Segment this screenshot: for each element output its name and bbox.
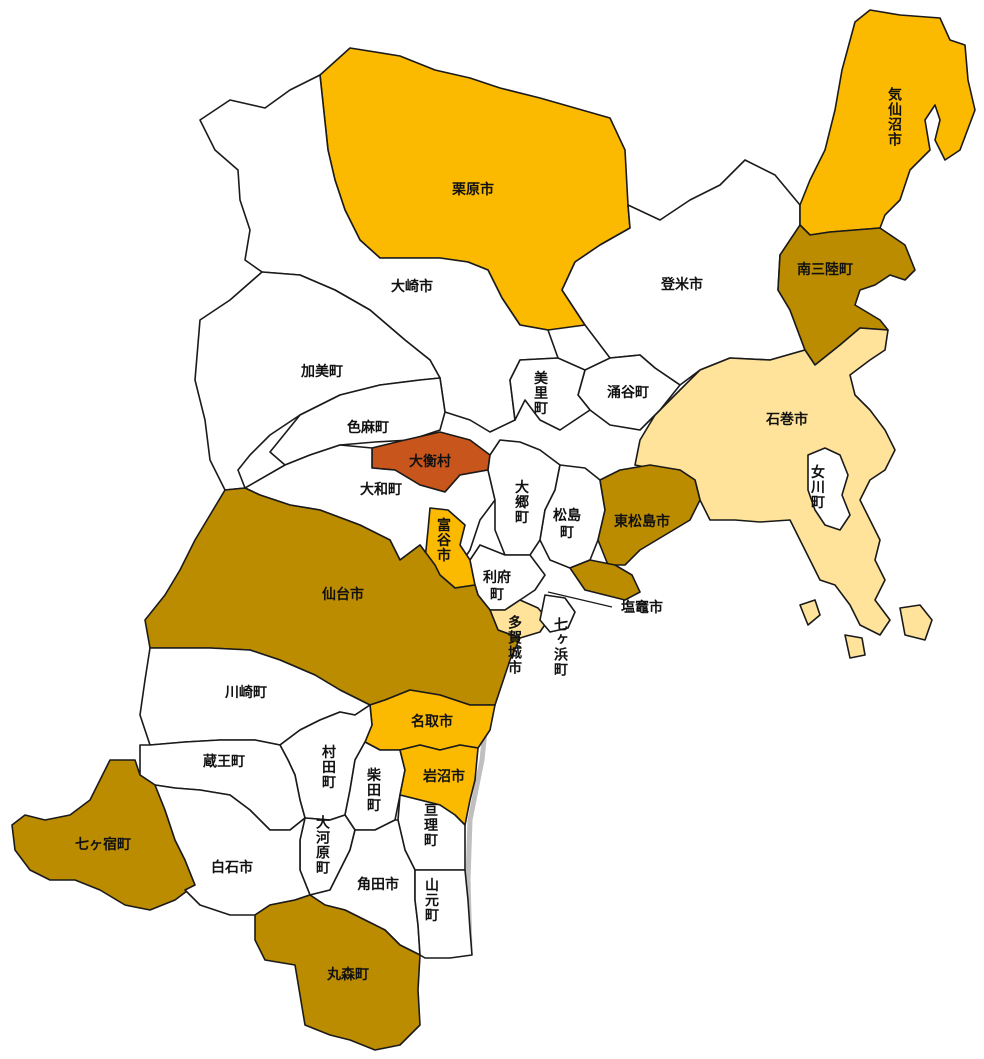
label-shichigahama: 七ヶ浜町 <box>552 617 568 677</box>
region-ishinomaki[interactable] <box>634 327 896 636</box>
region-shiogama[interactable] <box>569 559 641 601</box>
label-kami: 加美町 <box>301 364 343 380</box>
shiogama-leader-line <box>547 591 613 608</box>
region-marumori[interactable] <box>254 894 421 1051</box>
label-tagajo: 多賀城市 <box>506 615 522 675</box>
label-matsushima: 松島町 <box>553 508 581 541</box>
label-osaki: 大崎市 <box>391 279 433 295</box>
label-shibata: 柴田町 <box>365 767 381 813</box>
label-kurihara: 栗原市 <box>452 182 494 198</box>
label-sendai: 仙台市 <box>322 587 364 603</box>
label-onagawa: 女川町 <box>809 464 825 510</box>
label-murata: 村田町 <box>320 744 336 790</box>
label-ogawara: 大河原町 <box>314 815 330 875</box>
label-yamamoto: 山元町 <box>423 877 439 923</box>
label-ishinomaki: 石巻市 <box>766 412 808 428</box>
label-natori: 名取市 <box>411 714 453 730</box>
region-yamamoto[interactable] <box>414 869 473 959</box>
label-marumori: 丸森町 <box>327 967 369 983</box>
region-misato[interactable] <box>509 357 591 431</box>
label-higashimatsushima: 東松島市 <box>614 514 670 530</box>
region-kesennuma[interactable] <box>799 9 976 236</box>
label-taiwa: 大和町 <box>360 482 402 498</box>
island-2 <box>844 634 866 659</box>
label-kakuda: 角田市 <box>357 877 399 893</box>
island-3 <box>899 604 933 641</box>
label-rifu: 利府町 <box>483 570 511 603</box>
label-ohira: 大衡村 <box>409 454 451 470</box>
label-tomiya: 富谷市 <box>435 517 451 563</box>
region-onagawa[interactable] <box>807 447 851 531</box>
label-tome: 登米市 <box>661 277 703 293</box>
label-osato: 大郷町 <box>513 479 529 525</box>
label-watari: 亘理町 <box>422 802 438 848</box>
label-iwanuma: 岩沼市 <box>423 769 465 785</box>
label-shichikashuku: 七ヶ宿町 <box>75 837 131 853</box>
label-shiogama: 塩竈市 <box>621 600 663 616</box>
label-minamisanriku: 南三陸町 <box>797 262 853 278</box>
label-shikama: 色麻町 <box>347 420 389 436</box>
label-misato: 美里町 <box>532 370 548 416</box>
label-wakuya: 涌谷町 <box>607 385 649 401</box>
label-kawasaki: 川崎町 <box>225 685 267 701</box>
region-shichigahama[interactable] <box>539 594 576 633</box>
region-minamisanriku[interactable] <box>777 224 916 366</box>
label-zao: 蔵王町 <box>203 754 245 770</box>
label-kesennuma: 気仙沼市 <box>886 87 902 147</box>
island-1 <box>799 599 821 626</box>
region-higashimatsushima[interactable] <box>597 464 701 566</box>
label-shiroishi: 白石市 <box>211 860 253 876</box>
